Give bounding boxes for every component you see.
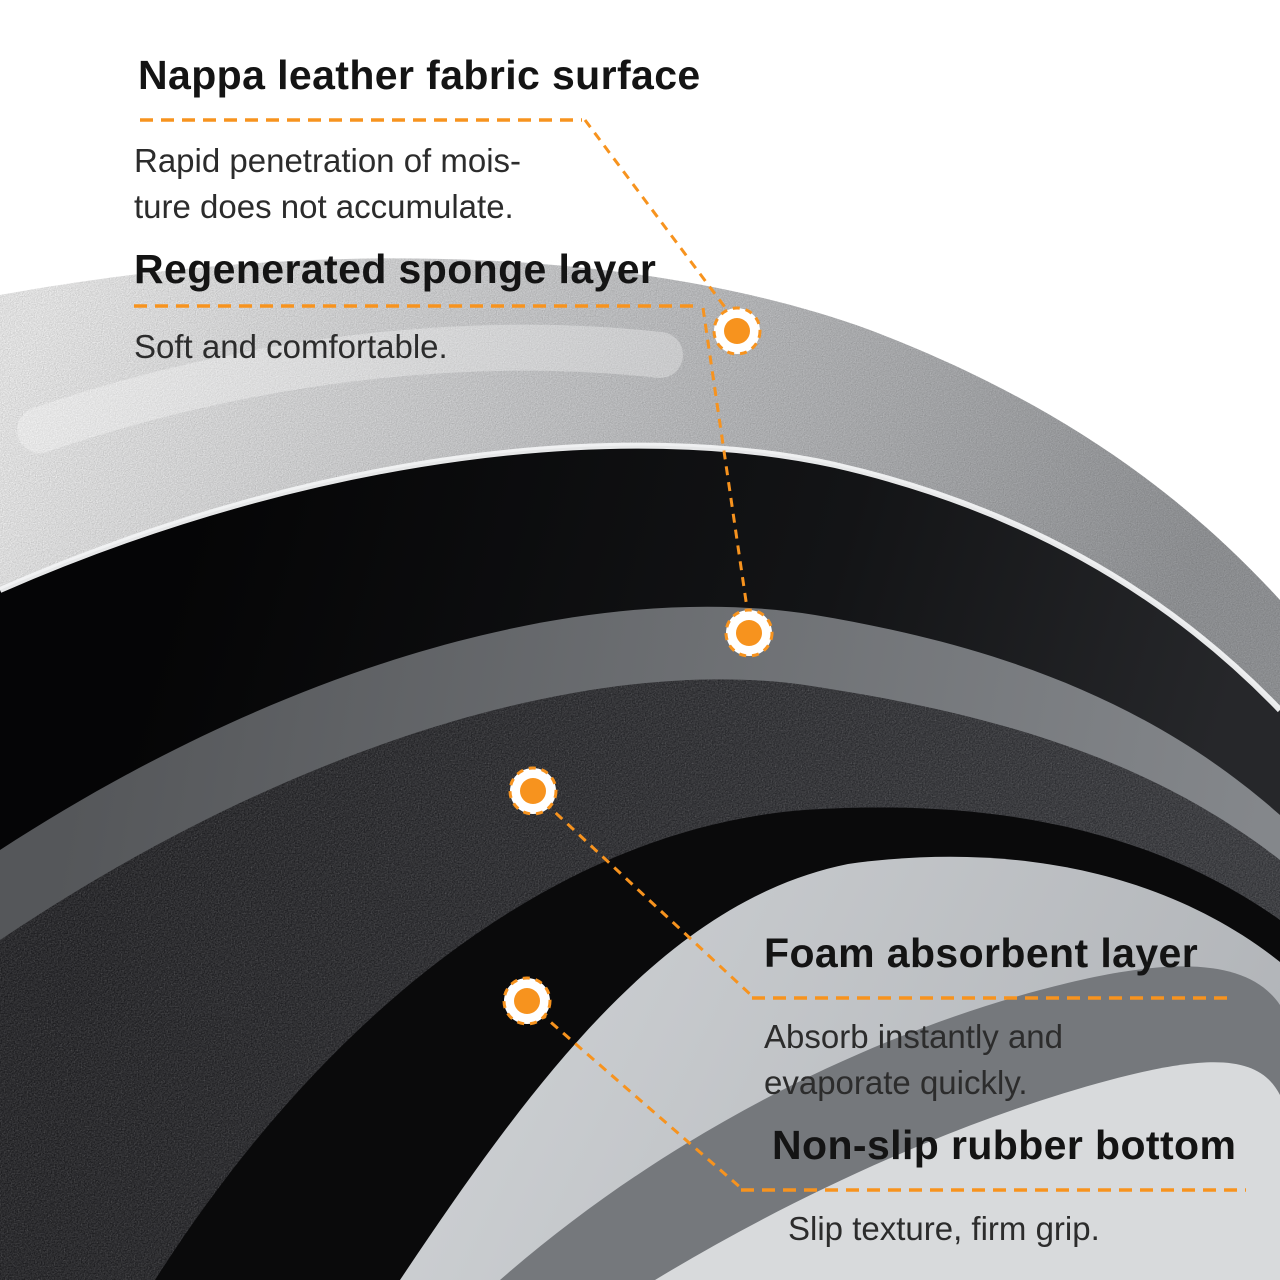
- body-non-slip-rubber-bottom: Slip texture, firm grip.: [788, 1210, 1100, 1247]
- mat-underside-light-corner: [655, 1062, 1280, 1280]
- heading-non-slip-rubber-bottom: Non-slip rubber bottom: [772, 1122, 1237, 1168]
- annotation-connectors: [134, 118, 1246, 1192]
- heading-foam-absorbent-layer: Foam absorbent layer: [764, 930, 1199, 976]
- body-regenerated-sponge-layer: Soft and comfortable.: [134, 328, 448, 365]
- marker-sponge-layer: [724, 608, 774, 658]
- mat-edge-binding-rim: [0, 442, 1280, 713]
- heading-regenerated-sponge-layer: Regenerated sponge layer: [134, 246, 657, 292]
- body-foam-absorbent-layer: Absorb instantly and evaporate quickly.: [764, 1018, 1064, 1101]
- marker-foam-layer: [508, 766, 558, 816]
- fabric-sheen-highlight: [17, 324, 683, 453]
- marker-fabric-surface: [712, 306, 762, 356]
- leader-line-rubber-bottom: [538, 1010, 742, 1190]
- heading-nappa-leather-fabric-surface: Nappa leather fabric surface: [138, 52, 701, 98]
- body-nappa-leather-fabric-surface: Rapid penetration of mois- ture does not…: [134, 142, 522, 225]
- leader-line-sponge-layer: [701, 307, 749, 609]
- marker-rubber-bottom: [502, 976, 552, 1026]
